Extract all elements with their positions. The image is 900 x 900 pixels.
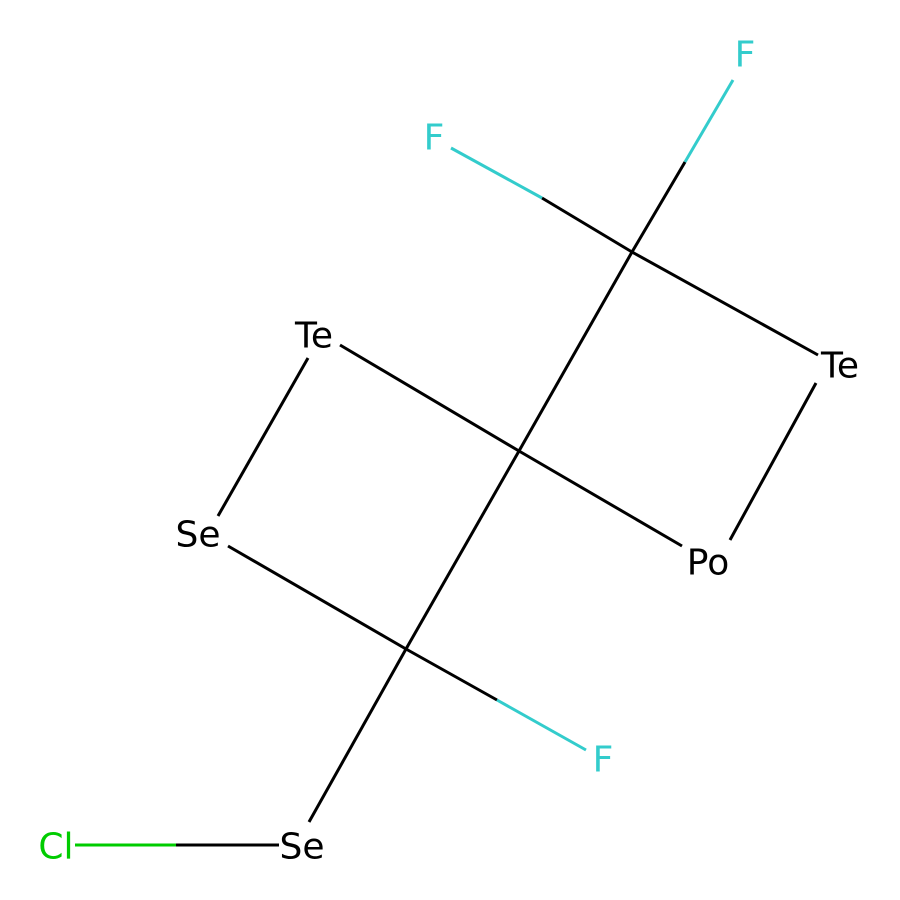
bond-ctop-f-left-cyan — [450, 146, 543, 200]
atom-labels: F F Te Te Se Po F Cl Se — [38, 35, 859, 868]
atom-se-left: Se — [176, 515, 221, 556]
atom-f-left: F — [424, 118, 445, 159]
bond-cmid-po — [518, 449, 683, 548]
bond-ctop-f-left-black — [541, 196, 633, 254]
atom-f-bottom: F — [593, 740, 614, 781]
bond-ctop-f-top-black — [630, 161, 687, 253]
bond-se-left-cbot — [227, 544, 407, 651]
bond-cbot-f-cyan — [496, 698, 587, 752]
bond-cbot-se-bottom — [307, 648, 408, 823]
bond-cmid-te-left — [339, 343, 520, 453]
atom-te-left: Te — [294, 316, 333, 357]
bond-te-left-se-left — [216, 357, 310, 517]
bond-ctop-te-right — [631, 250, 819, 357]
bond-te-right-po — [728, 382, 818, 541]
bond-ctop-f-top-cyan — [683, 79, 735, 163]
atom-cl: Cl — [38, 827, 73, 868]
atom-se-bottom: Se — [280, 827, 325, 868]
bond-ctop-cmid — [517, 251, 634, 452]
bond-cbot-f-black — [405, 647, 498, 702]
atom-po: Po — [687, 543, 729, 584]
bond-cmid-cbot — [404, 450, 521, 650]
atom-te-right: Te — [820, 346, 859, 387]
bonds — [75, 79, 819, 847]
atom-f-top: F — [735, 35, 756, 76]
